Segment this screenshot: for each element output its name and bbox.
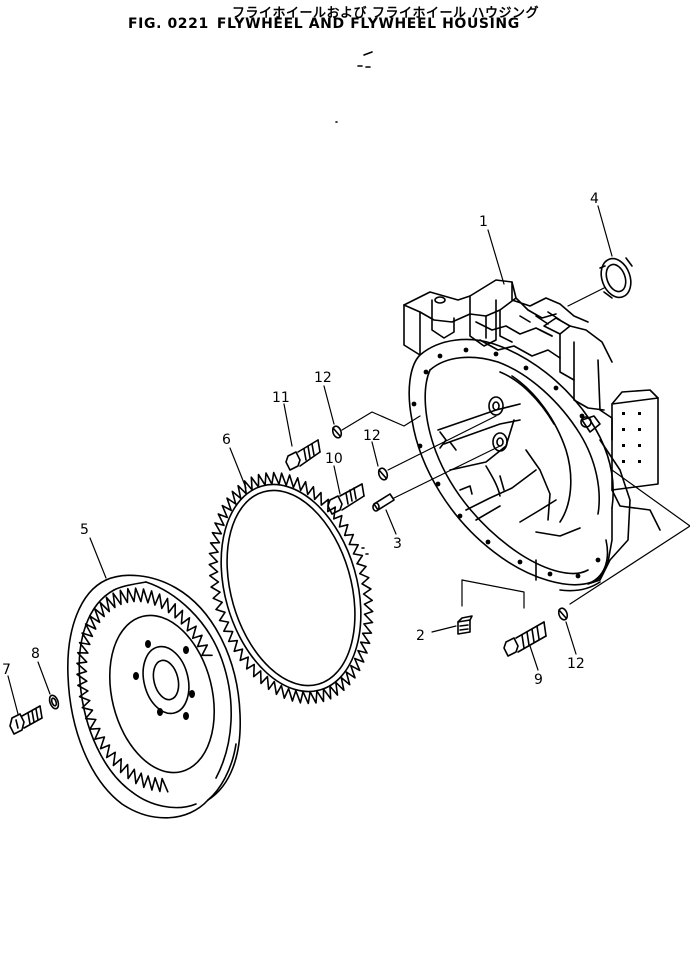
plug-part-2 (457, 615, 473, 635)
misc-marks (361, 547, 369, 555)
ring-gear-teeth (208, 471, 374, 705)
figure-title: FLYWHEEL AND FLYWHEEL HOUSING (216, 16, 520, 32)
callout-7: 7 (2, 662, 11, 678)
assembly-lines (341, 287, 690, 609)
bolt-part-11 (285, 439, 321, 471)
oil-seal (599, 257, 633, 299)
callout-3: 3 (393, 536, 402, 552)
callout-leaders (7, 205, 613, 715)
figure-number: FIG. 0221 (128, 16, 209, 32)
washer-part-8 (48, 694, 60, 710)
callout-6: 6 (222, 432, 231, 448)
callout-10: 10 (325, 451, 343, 467)
callout-labels: 1 2 3 4 5 6 7 8 9 10 11 12 12 12 (2, 191, 599, 688)
washer-part-12-upper (331, 425, 343, 439)
bolt-part-10 (327, 483, 365, 515)
callout-12-upper: 12 (314, 370, 332, 386)
callout-8: 8 (31, 646, 40, 662)
title-english-row: FIG. 0221 FLYWHEEL AND FLYWHEEL HOUSING (128, 16, 528, 32)
flywheel-housing (403, 279, 661, 592)
callout-12-middle: 12 (363, 428, 381, 444)
bolt-part-7 (9, 705, 43, 735)
callout-12-lower: 12 (567, 656, 585, 672)
callout-5: 5 (80, 522, 89, 538)
callout-11: 11 (272, 390, 290, 406)
callout-2: 2 (416, 628, 425, 644)
flywheel-teeth (76, 587, 213, 793)
callout-1: 1 (479, 214, 488, 230)
flywheel (67, 574, 242, 819)
ring-gear (208, 471, 374, 705)
bolt-part-9 (503, 621, 547, 657)
stray-marks (335, 51, 373, 123)
title-japanese: フライホイールおよび フライホイール ハウジング (232, 6, 540, 21)
washer-part-12-middle (377, 467, 389, 481)
callout-9: 9 (534, 672, 543, 688)
callout-4: 4 (590, 191, 599, 207)
washer-part-12-lower (557, 607, 569, 621)
dowel-pin-part-3 (372, 493, 395, 512)
